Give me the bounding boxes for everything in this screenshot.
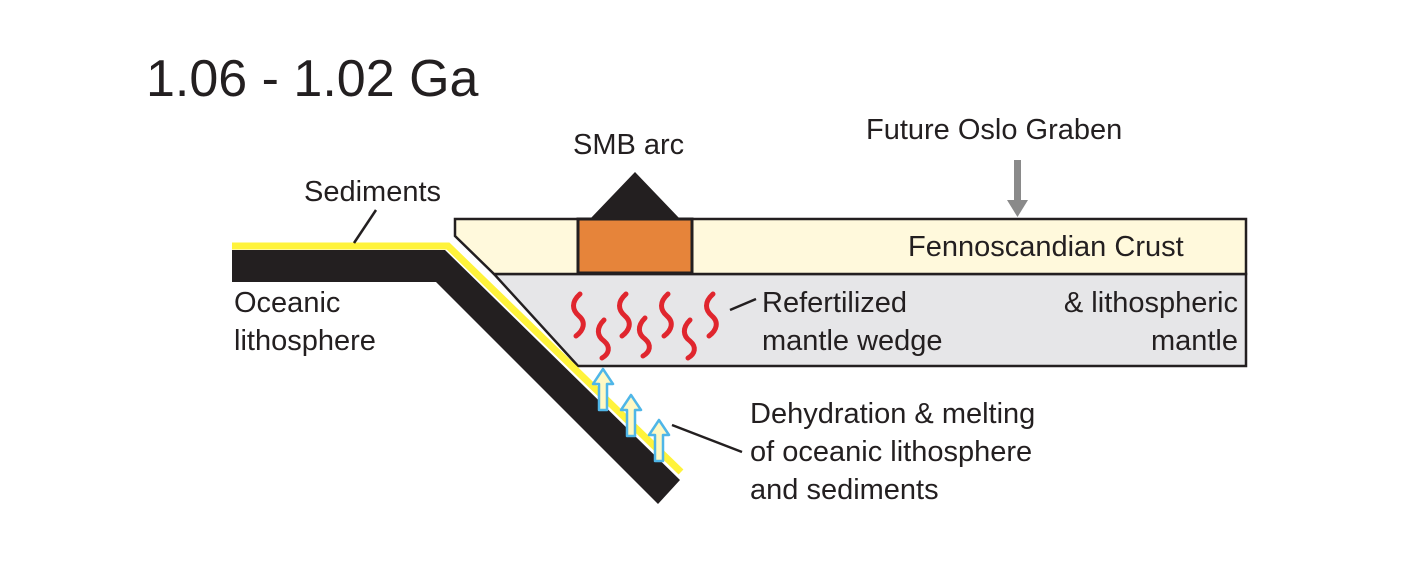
lithospheric-label-line1: & lithospheric [1063,287,1238,319]
arc-body [576,217,694,275]
melt-squiggle-icon [704,291,719,339]
melt-squiggle-icon [636,315,652,359]
fluid-up-arrow-icon [647,418,671,463]
sediments-label: Sediments [304,176,442,208]
refertilized-mantle-wedge-label: Refertilized mantle wedge [762,284,943,360]
dehydration-melting-label: Dehydration & melting of oceanic lithosp… [750,395,1035,509]
fluid-up-arrow-icon [591,367,615,412]
melt-squiggle-icon [595,317,611,361]
oceanic-slab [232,250,680,504]
melt-squiggle-icon [571,291,586,339]
volcano-icon [590,172,680,219]
refertilized-leader [729,297,757,312]
diagram-title: 1.06 - 1.02 Ga [146,50,479,108]
oceanic-lithosphere-label: Oceanic lithosphere [234,284,376,360]
melt-squiggle-icon [681,317,697,361]
melt-squiggle-icon [617,291,632,339]
melt-squiggle-icon [659,291,674,339]
future-oslo-graben-label: Future Oslo Graben [866,114,1123,146]
lithospheric-label-line2: mantle [1150,325,1238,357]
oceanic-label-line2: lithosphere [234,325,376,357]
fluid-up-arrow-icon [619,393,643,438]
oceanic-label-line1: Oceanic [234,287,341,319]
refertilized-label-line1: Refertilized [762,287,908,319]
dehydration-label-line2: of oceanic lithosphere [750,436,1033,468]
dehydration-leader [671,423,743,454]
lithospheric-mantle-label: & lithospheric mantle [1000,284,1238,360]
down-arrow-icon [1007,160,1028,217]
smb-arc-label: SMB arc [573,129,685,161]
refertilized-label-line2: mantle wedge [762,325,943,357]
fennoscandian-crust-label: Fennoscandian Crust [908,231,1184,263]
dehydration-label-line1: Dehydration & melting [750,398,1036,430]
sediments-leader [352,209,378,244]
dehydration-label-line3: and sediments [750,474,939,506]
